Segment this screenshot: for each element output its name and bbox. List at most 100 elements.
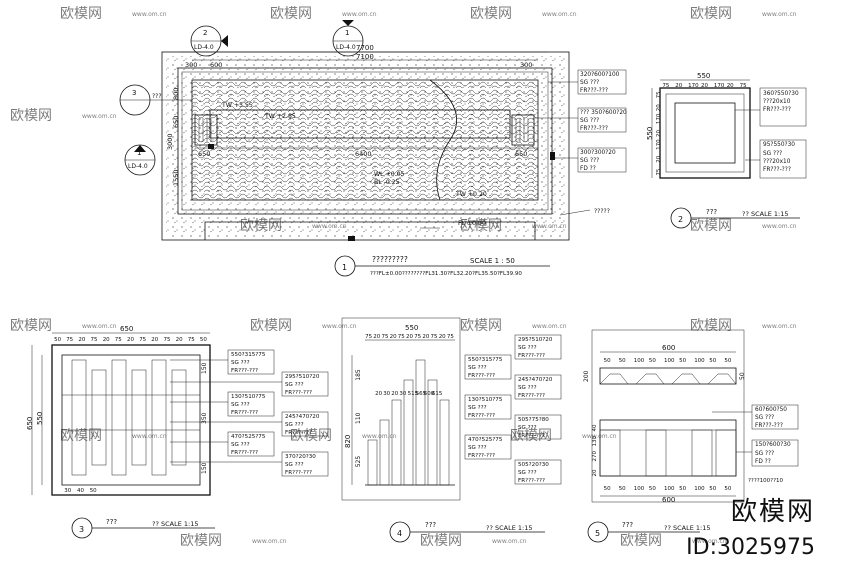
watermark-brand: 欧模网	[690, 218, 732, 234]
svg-text:550?315?75: 550?315?75	[468, 357, 503, 363]
plan-leader-note: ?????	[594, 208, 610, 215]
svg-text:1: 1	[345, 29, 349, 37]
svg-text:FR???-???: FR???-???	[285, 430, 312, 436]
svg-text:FR???-???: FR???-???	[755, 423, 783, 429]
d2-left-label: 75	[656, 168, 662, 175]
svg-text:1: 1	[342, 263, 347, 272]
svg-text:FD ??: FD ??	[580, 166, 596, 172]
plan-dim-v-800: 800	[172, 88, 180, 100]
d3-sub-label: 75	[91, 337, 98, 343]
watermark-brand: 欧模网	[180, 533, 222, 549]
svg-text:FR???-???: FR???-???	[763, 107, 791, 113]
svg-text:??? 350?600?20: ??? 350?600?20	[580, 110, 627, 116]
svg-text:SG ???: SG ???	[468, 445, 487, 451]
detail4-frame	[341, 317, 461, 501]
d5-subbot-label: 50	[679, 486, 686, 492]
d3-sub-label: 20	[151, 337, 158, 343]
d3-right-label: 150	[201, 362, 208, 374]
d2-left-label: 170	[656, 139, 662, 150]
detail3-grille-bar	[71, 359, 87, 476]
d3-sub-label: 75	[66, 337, 73, 343]
detail5-note-2: 150?600?30 SG ??? FD ??	[736, 439, 799, 467]
svg-text:150?600?30: 150?600?30	[755, 442, 791, 448]
watermark-brand: 欧模网	[420, 533, 462, 549]
d5-subbot-label: 100	[694, 486, 705, 492]
svg-text:LD-4.0: LD-4.0	[128, 163, 148, 170]
d4-inner-label: 30	[399, 391, 406, 397]
detail4-step-bar	[367, 439, 378, 486]
d4-inner-label: 20	[375, 391, 382, 397]
plan-dim-v-650: 650	[172, 116, 180, 128]
detail2-note-1: 360?550?30 ???20x10 FR???-???	[735, 87, 807, 127]
d4-left-label: 110	[355, 412, 362, 424]
watermark-brand: 欧模网	[250, 318, 292, 334]
d4-inner-label: 565	[416, 391, 427, 397]
d5-subbot-label: 50	[604, 486, 611, 492]
svg-text:3: 3	[79, 525, 84, 534]
plan-note-1: 320?600?100 SG ??? FR???-???	[548, 69, 627, 95]
detail4-notes: 550?315?75 SG ??? FR???-??? 295?510?20 SG ??…	[464, 334, 562, 485]
plan-dim-h-6400: 6400	[355, 150, 372, 158]
d5-side-label: 130	[592, 436, 598, 447]
d2-sub-label: 170	[688, 83, 699, 89]
svg-text:FR???-???: FR???-???	[518, 478, 545, 484]
d3-right-label: 150	[201, 462, 208, 474]
watermark-site: www.om.cn	[582, 433, 617, 440]
detail3-grille-bar	[131, 369, 147, 466]
d3-bottom-label: 30	[64, 488, 71, 494]
d3-sub-label: 75	[188, 337, 195, 343]
svg-text:SG ???: SG ???	[580, 80, 599, 86]
detail5-note-1: 60?600?50 SG ??? FR???-???	[712, 404, 799, 430]
plan-dim-v-3000: 3000	[166, 133, 174, 150]
plan-level-tw1: TW +3.55	[221, 102, 253, 109]
svg-text:130?510?75: 130?510?75	[231, 394, 266, 400]
svg-text:5: 5	[595, 529, 600, 538]
d5-subtop-label: 50	[604, 358, 611, 364]
detail5-dim-bottom: 600	[662, 496, 675, 504]
svg-text:???: ???	[425, 521, 436, 529]
svg-text:???20x10: ???20x10	[763, 99, 791, 105]
d5-subtop-label: 100	[664, 358, 675, 364]
d2-sub-label: 75	[662, 83, 669, 89]
svg-text:FR???-???: FR???-???	[231, 450, 258, 456]
d5-subbot-label: 50	[724, 486, 731, 492]
svg-text:60?600?50: 60?600?50	[755, 407, 787, 413]
detail2-outer	[659, 87, 751, 179]
d3-sub-label: 20	[176, 337, 183, 343]
watermark-site: www.om.cn	[362, 433, 397, 440]
d5-subtop-label: 50	[679, 358, 686, 364]
plan-callout-3[interactable]: 3 ???	[119, 84, 192, 116]
d5-subtop-label: 50	[619, 358, 626, 364]
svg-text:505?20?30: 505?20?30	[518, 462, 549, 468]
watermark-brand: 欧模网	[690, 6, 732, 22]
detail5-dim-top-side-200: 200	[583, 370, 590, 382]
svg-text:245?470?20: 245?470?20	[285, 414, 320, 420]
plan-callout-1-left[interactable]: 1 LD-4.0	[124, 144, 156, 176]
d2-sub-label: 20	[727, 83, 734, 89]
plan-callout-2[interactable]: 2 LD-4.0	[190, 25, 228, 57]
svg-text:SG ???: SG ???	[285, 422, 304, 428]
d3-bottom-label: 40	[77, 488, 84, 494]
d3-bottom-label: 50	[90, 488, 97, 494]
plan-callout-1-top[interactable]: 1 LD-4.0	[332, 20, 364, 57]
svg-text:???: ???	[706, 208, 717, 216]
d5-subtop-label: 50	[724, 358, 731, 364]
svg-text:295?510?20: 295?510?20	[518, 337, 553, 343]
svg-text:SG ???: SG ???	[518, 385, 537, 391]
detail3-dims-bottom: 30 40 50	[64, 488, 97, 494]
detail3-grille-bar	[111, 359, 127, 476]
detail3-title-block: 3 ??? ?? SCALE 1:15	[71, 517, 215, 539]
watermark-brand: 欧模网	[470, 6, 512, 22]
d3-sub-label: 20	[103, 337, 110, 343]
d4-inner-label: 615	[432, 391, 443, 397]
svg-text:SG ???: SG ???	[518, 345, 537, 351]
